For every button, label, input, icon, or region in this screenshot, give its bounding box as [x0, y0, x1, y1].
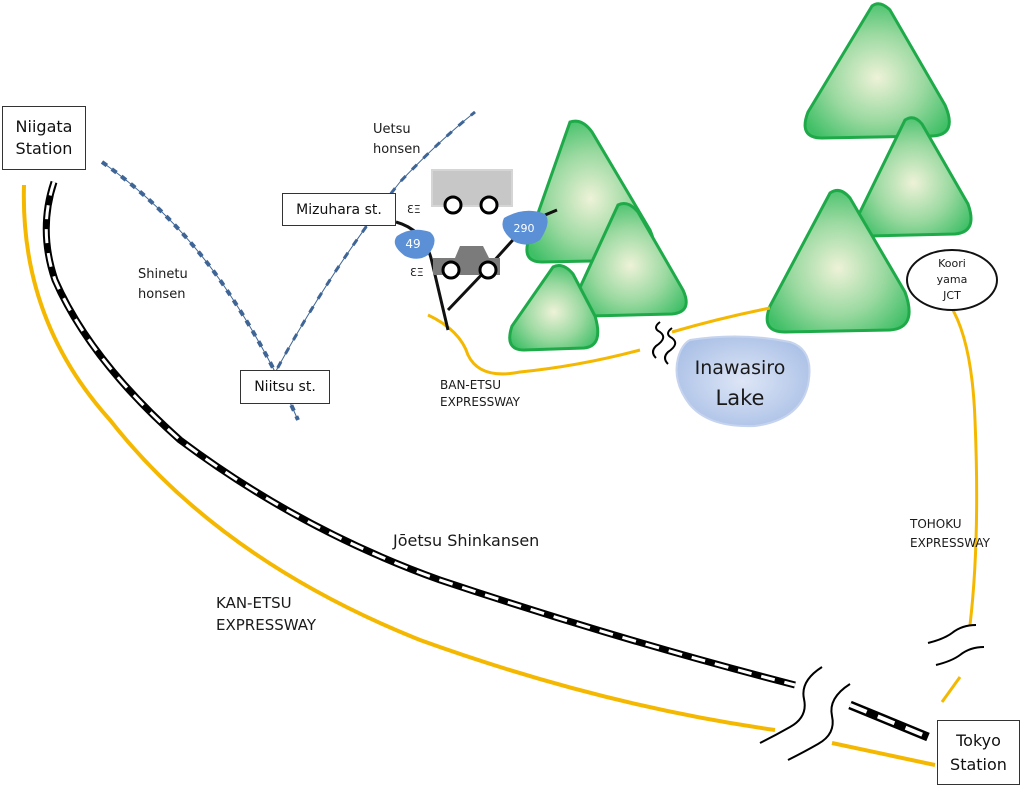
- mountain: [765, 188, 911, 334]
- ban-etsu-expressway: [427, 313, 641, 376]
- expressways: [21, 184, 979, 767]
- shinetu-label-1: Shinetu: [138, 267, 188, 282]
- bus-icon: [431, 169, 513, 215]
- svg-text:290: 290: [514, 222, 535, 235]
- mountain: [508, 264, 600, 352]
- niigata-label-1: Niigata: [15, 117, 73, 136]
- niitsu-label: Niitsu st.: [254, 379, 316, 395]
- break-mark-icon: [664, 327, 677, 365]
- shinetu-label-2: honsen: [138, 287, 185, 302]
- niigata-label-2: Station: [15, 139, 73, 158]
- joetsu-shinkansen: [42, 180, 930, 742]
- tokyo-station: Tokyo Station: [937, 720, 1020, 785]
- mountains: [508, 2, 973, 352]
- route-49-badge: 49: [394, 229, 435, 259]
- kan-etsu-label-1: KAN-ETSU: [216, 594, 292, 612]
- route-290-badge: 290: [502, 210, 548, 245]
- tohoku-expressway: [948, 304, 979, 626]
- inawashiro-lake: [675, 335, 811, 428]
- car-exhaust-mark: ƐΞ: [410, 266, 424, 279]
- tohoku-expressway-end: [940, 676, 962, 703]
- mizuhara-station: Mizuhara st.: [282, 193, 396, 226]
- kan-etsu-label-2: EXPRESSWAY: [216, 616, 317, 634]
- break-mark-icon: [927, 624, 977, 644]
- uetsu-label-1: Uetsu: [373, 122, 411, 137]
- niigata-station: Niigata Station: [2, 106, 86, 170]
- lake-label-1: Inawasiro: [695, 357, 786, 379]
- niitsu-station: Niitsu st.: [240, 370, 330, 404]
- jct-label-3: JCT: [942, 289, 961, 302]
- tokyo-label-2: Station: [950, 754, 1007, 774]
- tokyo-label-1: Tokyo: [956, 730, 1001, 750]
- koriyama-jct-node: [906, 249, 998, 311]
- kan-etsu-expressway: [21, 184, 776, 732]
- jct-label-2: yama: [937, 273, 968, 286]
- ban-etsu-expressway-east: [671, 306, 771, 334]
- bus-exhaust-mark: ƐΞ: [407, 203, 421, 216]
- kan-etsu-expressway-end: [831, 741, 936, 767]
- tohoku-label-2: EXPRESSWAY: [910, 536, 991, 550]
- jct-label-1: Koori: [938, 257, 966, 270]
- break-mark-icon: [652, 321, 665, 359]
- shinkansen-label: Jōetsu Shinkansen: [392, 531, 539, 550]
- break-mark-icon: [759, 666, 823, 744]
- mountain: [803, 2, 951, 140]
- svg-text:49: 49: [405, 237, 420, 251]
- break-mark-icon: [935, 646, 985, 666]
- uetsu-label-2: honsen: [373, 142, 420, 157]
- ban-etsu-label-2: EXPRESSWAY: [440, 395, 521, 409]
- ban-etsu-label-1: BAN-ETSU: [440, 378, 501, 392]
- tohoku-label-1: TOHOKU: [909, 517, 962, 531]
- car-icon: [433, 246, 500, 280]
- break-mark-icon: [787, 683, 851, 761]
- break-marks: [652, 321, 985, 761]
- mizuhara-label: Mizuhara st.: [296, 201, 382, 218]
- lake-label-2: Lake: [716, 386, 765, 410]
